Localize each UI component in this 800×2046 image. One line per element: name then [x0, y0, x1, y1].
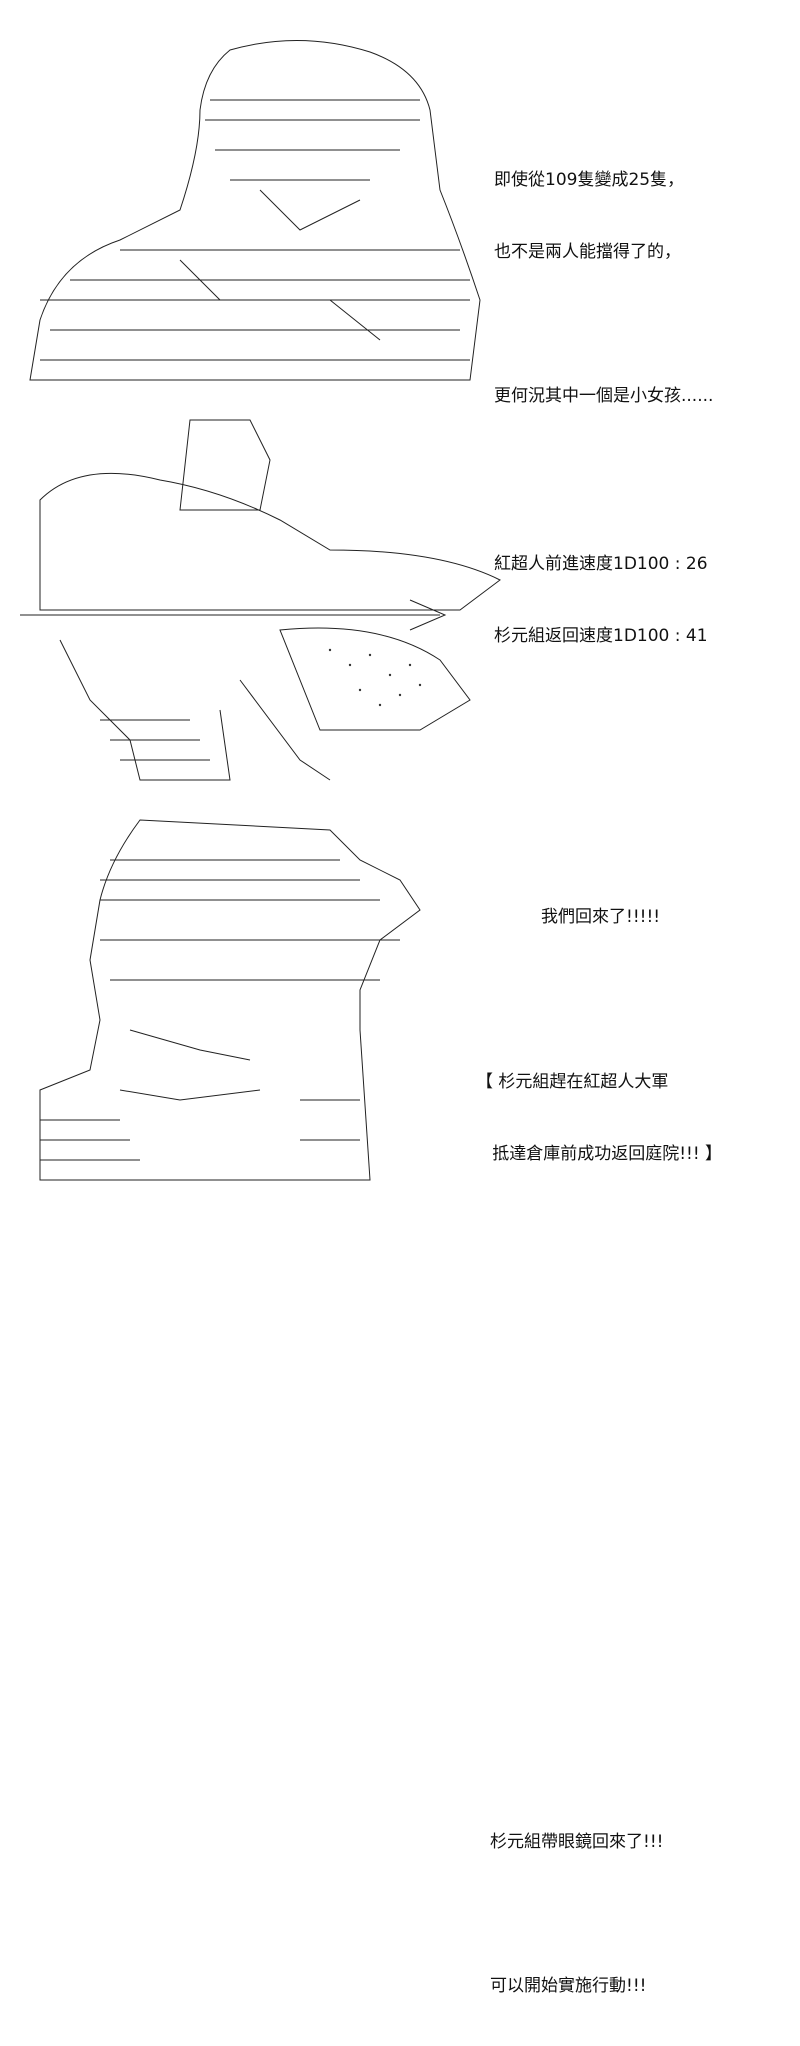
shout-text: 我們回來了!!!!! — [541, 907, 661, 927]
narration-line-2: 抵達倉庫前成功返回庭院!!! 】 — [476, 1144, 723, 1164]
panel-2: 我們回來了!!!!! 【 杉元組趕在紅超人大軍 抵達倉庫前成功返回庭院!!! 】 — [0, 400, 800, 1164]
panel-3: 杉元組帶眼鏡回來了!!! 可以開始實施行動!!! — [0, 800, 800, 1996]
narration-line-3: 更何況其中一個是小女孩...... — [494, 386, 714, 406]
panel-1: 即使從109隻變成25隻， 也不是兩人能擋得了的， 更何況其中一個是小女孩...… — [0, 0, 800, 646]
narration-line-1: 即使從109隻變成25隻， — [494, 170, 685, 190]
narration-line-2: 可以開始實施行動!!! — [490, 1976, 647, 1996]
narration-line-2: 也不是兩人能擋得了的， — [494, 242, 681, 262]
ascii-art-character — [39, 819, 421, 1181]
dice-roll-sugimoto: 杉元組返回速度1D100 : 41 — [494, 626, 708, 646]
narration-line-1: 【 杉元組趕在紅超人大軍 — [476, 1072, 669, 1092]
dice-roll-red: 紅超人前進速度1D100 : 26 — [494, 554, 708, 574]
ascii-art-riders — [20, 419, 501, 781]
narration-text: 即使從109隻變成25隻， 也不是兩人能擋得了的， 更何況其中一個是小女孩...… — [494, 120, 713, 696]
narration-box: 【 杉元組趕在紅超人大軍 抵達倉庫前成功返回庭院!!! 】 — [476, 1022, 722, 1214]
narration-line-1: 杉元組帶眼鏡回來了!!! — [490, 1832, 664, 1852]
narration-text: 杉元組帶眼鏡回來了!!! 可以開始實施行動!!! — [490, 1782, 663, 2046]
ascii-art-soldiers — [29, 39, 481, 381]
